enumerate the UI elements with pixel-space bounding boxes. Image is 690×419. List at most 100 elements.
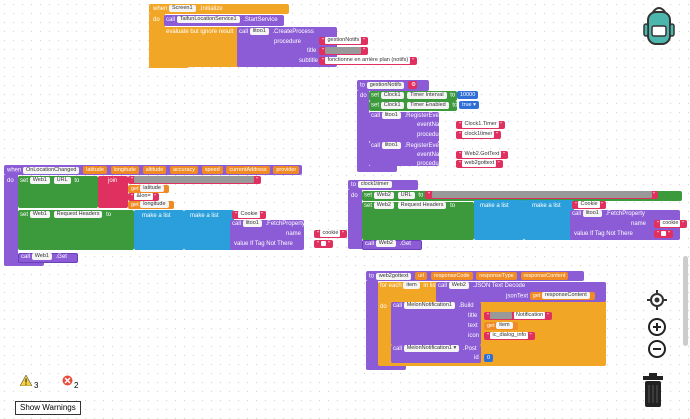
gestion-notifs-procedure[interactable]: to gestionNotifs ⚙ do set Clock1 Timer I…	[357, 80, 508, 175]
timer-enabled-selector[interactable]: Timer Enabled	[407, 101, 449, 109]
subtitle-value[interactable]: " fonctionne en arrière plan (notifs) "	[319, 57, 417, 65]
get-latitude[interactable]: get latitude	[128, 185, 169, 193]
get-item[interactable]: get item	[484, 322, 518, 330]
param-response-type[interactable]: responseType	[476, 272, 517, 280]
cookie-string[interactable]: " Cookie "	[572, 201, 607, 209]
make-list-label: make a list	[532, 203, 561, 209]
zoom-out-icon[interactable]	[648, 340, 666, 358]
web2-selector[interactable]: Web2	[373, 202, 394, 209]
empty-string[interactable]: ""	[654, 230, 673, 238]
param-altitude[interactable]: altitude	[142, 166, 167, 174]
web2-selector[interactable]: Web2	[373, 191, 394, 199]
screen-initialize-block[interactable]: when Screen1 .Initialize do call TaifunL…	[149, 4, 417, 68]
url-selector[interactable]: URL	[397, 191, 415, 199]
join-keyword: join	[108, 178, 118, 184]
get-longitude[interactable]: get longitude	[128, 201, 174, 209]
set-keyword: set	[364, 203, 373, 210]
show-warnings-button[interactable]: Show Warnings	[15, 401, 81, 415]
param-speed[interactable]: speed	[201, 166, 223, 174]
procedure-name[interactable]: web2gottext	[375, 272, 412, 280]
procedure-name[interactable]: gestionNotifs	[366, 81, 405, 89]
get-response-content[interactable]: get responseContent	[529, 292, 595, 300]
icon-label: icon	[468, 333, 480, 339]
cookie-name-value[interactable]: " cookie "	[654, 220, 687, 228]
in-list-keyword: in list	[423, 283, 438, 290]
warning-icon	[20, 375, 32, 386]
web2-selector[interactable]: Web2	[448, 282, 469, 289]
icon-value[interactable]: " ic_dialog_info "	[484, 332, 535, 340]
param-response-code[interactable]: responseCode	[430, 272, 473, 280]
timer-interval-selector[interactable]: Timer Interval	[407, 91, 447, 99]
litoo-selector[interactable]: litoo1	[381, 142, 401, 149]
litoo-selector[interactable]: litoo1	[582, 210, 602, 217]
procedure-value[interactable]: " web2gottext "	[456, 160, 503, 168]
set-keyword: set	[364, 192, 373, 199]
web1-selector[interactable]: Web1	[29, 211, 50, 218]
on-location-changed-event[interactable]: when OnLocationChanged latitude longitud…	[4, 165, 347, 268]
web2gottext-procedure[interactable]: to web2gottext url responseCode response…	[366, 271, 616, 371]
clock-selector[interactable]: Clock1	[380, 91, 404, 99]
param-longitude[interactable]: longitude	[110, 166, 139, 174]
litoo-selector[interactable]: litoo1	[242, 220, 262, 227]
web1-selector[interactable]: Web1	[29, 177, 50, 184]
procedure-value[interactable]: " gestionNotifs "	[319, 37, 368, 45]
trash-icon[interactable]	[640, 372, 666, 408]
variable-name: item	[496, 322, 513, 330]
screen-selector[interactable]: Screen1	[169, 5, 196, 12]
zoom-in-icon[interactable]	[648, 318, 666, 336]
clock1timer-procedure[interactable]: to clock1timer do set Web2 URL to " " se…	[348, 180, 687, 250]
create-process-label: .CreateProcess	[272, 29, 314, 36]
call-keyword: call	[438, 283, 448, 290]
param-latitude[interactable]: latitude	[83, 166, 107, 174]
event-name-text: Clock1.Timer	[462, 121, 499, 129]
variable-name: longitude	[140, 201, 169, 209]
event-name-text: Web2.GotText	[462, 151, 502, 159]
enabled-boolean[interactable]: true ▾	[459, 101, 479, 109]
name-label: name	[286, 231, 302, 237]
url-string[interactable]: " "	[128, 176, 261, 184]
item-variable[interactable]: item	[403, 282, 420, 289]
web2-selector[interactable]: Web2	[375, 240, 396, 247]
lon-string[interactable]: " &lon= "	[128, 193, 160, 201]
title-value[interactable]: " "	[319, 47, 368, 55]
get-keyword: get	[532, 293, 541, 299]
litoo-selector[interactable]: litoo1	[249, 28, 269, 35]
melon-notification-selector[interactable]: MelonNotification1 ▾	[403, 345, 460, 352]
procedure-name[interactable]: clock1timer	[357, 181, 392, 188]
clock-selector[interactable]: Clock1	[380, 101, 404, 109]
title-value[interactable]: " Notification "	[484, 312, 552, 320]
cookie-string[interactable]: " Cookie "	[232, 211, 267, 219]
subtitle-value-text: fonctionne en arrière plan (notifs)	[325, 57, 411, 65]
gear-icon[interactable]: ⚙	[408, 81, 418, 89]
id-number[interactable]: 0	[484, 354, 494, 362]
set-keyword: set	[371, 102, 380, 109]
location-service-selector[interactable]: TaifunLocationService1	[176, 16, 240, 23]
call-keyword: call	[371, 143, 381, 150]
id-label: id	[474, 355, 479, 361]
backpack-icon[interactable]	[640, 4, 678, 48]
scrollbar-vertical[interactable]	[683, 256, 688, 346]
param-provider[interactable]: provider	[273, 166, 300, 174]
cookie-name-value[interactable]: " cookie "	[314, 230, 347, 238]
request-headers-selector[interactable]: Request Headers	[53, 211, 103, 218]
call-keyword: call	[393, 346, 403, 353]
web1-selector[interactable]: Web1	[31, 253, 52, 260]
event-name-value[interactable]: " Web2.GotText "	[456, 151, 508, 159]
melon-notification-selector[interactable]: MelonNotification1	[403, 302, 455, 309]
litoo-selector[interactable]: litoo1	[381, 112, 401, 119]
param-accuracy[interactable]: accuracy	[170, 166, 199, 174]
procedure-value[interactable]: " clock1timer "	[456, 131, 501, 139]
event-name-value[interactable]: " Clock1.Timer "	[456, 121, 506, 129]
url-selector[interactable]: URL	[53, 177, 71, 184]
param-current-address[interactable]: currentAddress	[226, 166, 270, 174]
cookie-string-text: Cookie	[238, 211, 260, 219]
param-url[interactable]: url	[415, 272, 428, 280]
value-if-tag-label: value If Tag Not There	[574, 231, 633, 237]
interval-number[interactable]: 10000	[456, 91, 479, 99]
param-response-content[interactable]: responseContent	[520, 272, 569, 280]
location-target-icon[interactable]	[647, 290, 667, 310]
build-label: .Build	[458, 303, 474, 310]
url-string[interactable]: " "	[425, 191, 658, 199]
empty-string[interactable]: ""	[314, 240, 333, 248]
request-headers-selector[interactable]: Request Headers	[397, 202, 447, 209]
